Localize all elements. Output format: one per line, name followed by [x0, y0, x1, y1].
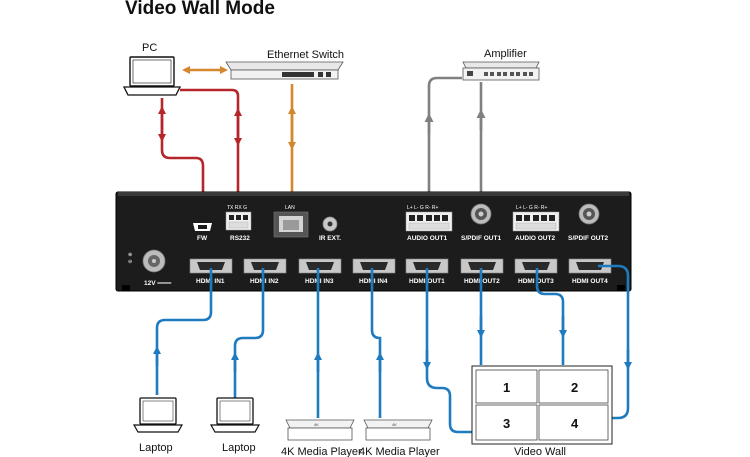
hdmi-in3-label: HDMI IN3	[305, 278, 334, 285]
power-port-label: 12V ═══	[144, 280, 172, 287]
media-player-2: 4K 4K Media Player	[359, 419, 440, 457]
power-symbol-icon: ⊕	[128, 252, 132, 258]
audio-out2-pins-label: L+ L- G R- R+	[516, 205, 547, 211]
pc-rs232-cable	[180, 88, 240, 226]
polarity-icon: ⊖	[128, 259, 132, 265]
player2-hdmi-cable	[370, 268, 382, 418]
fw-port-label: FW	[197, 235, 208, 242]
spdif-out1-port: S/PDIF OUT1	[461, 203, 501, 242]
rs232-cables	[158, 88, 242, 226]
spdif-out1-label: S/PDIF OUT1	[461, 235, 501, 242]
ir-ext-label: IR EXT.	[319, 235, 341, 242]
matrix-rear-panel: FW TX RX G RS232 LAN IR EXT. L+ L-	[115, 191, 632, 292]
media-player-2-label: 4K Media Player	[359, 446, 440, 457]
audio-out2-port: L+ L- G R- R+ AUDIO OUT2	[512, 205, 560, 242]
pc-label: PC	[142, 42, 157, 54]
laptop-1-label: Laptop	[139, 442, 173, 454]
laptop1-hdmi-cable	[155, 268, 213, 395]
hdmi-in2-port: HDMI IN2	[243, 258, 287, 285]
amplifier-device: Amplifier	[462, 48, 540, 81]
video-wall: 1 2 3 4 Video Wall	[471, 365, 613, 457]
hdmi-out1-cable	[425, 268, 472, 434]
wall-tile-3-number: 3	[503, 416, 510, 431]
laptop-1: Laptop	[132, 397, 184, 454]
hdmi-out4-label: HDMI OUT4	[572, 278, 608, 285]
amplifier-terminals	[484, 72, 533, 76]
hdmi-in3-port: HDMI IN3	[298, 258, 342, 285]
amplifier-label: Amplifier	[484, 48, 527, 60]
fw-port: FW	[193, 223, 212, 242]
media-player-2-badge: 4K	[392, 422, 397, 427]
rs232-port: TX RX G RS232	[225, 205, 252, 242]
hdmi-in2-label: HDMI IN2	[250, 278, 279, 285]
hdmi-cables	[153, 264, 632, 434]
video-wall-label: Video Wall	[514, 446, 566, 457]
hdmi-out3-cable	[535, 268, 565, 365]
wall-tile-4	[538, 404, 609, 441]
ethernet-switch-device: Ethernet Switch	[225, 49, 344, 80]
audio-out1-cable	[427, 76, 462, 216]
pc-fw-cable	[160, 98, 205, 226]
laptop2-hdmi-cable	[233, 268, 265, 398]
diagram-title: Video Wall Mode	[125, 0, 275, 19]
laptop-2: Laptop	[209, 397, 261, 454]
wall-tile-3	[475, 404, 538, 441]
spdif-out2-port: S/PDIF OUT2	[568, 203, 608, 242]
media-player-1: 4K 4K Media Player	[281, 419, 362, 457]
audio-out2-label: AUDIO OUT2	[515, 235, 555, 242]
ir-ext-port: IR EXT.	[319, 216, 341, 242]
wall-tile-1-number: 1	[503, 380, 510, 395]
audio-out1-label: AUDIO OUT1	[407, 235, 447, 242]
media-player-1-badge: 4K	[314, 422, 319, 427]
rs232-pins-label: TX RX G	[227, 205, 247, 211]
rs232-port-label: RS232	[230, 235, 250, 242]
wall-tile-4-number: 4	[571, 416, 579, 431]
hdmi-in4-label: HDMI IN4	[359, 278, 388, 285]
lan-port: LAN	[273, 205, 309, 238]
power-port: ⊕ ⊖ 12V ═══	[128, 249, 172, 287]
media-player-1-label: 4K Media Player	[281, 446, 362, 457]
audio-out1-pins-label: L+ L- G R- R+	[407, 205, 438, 211]
hdmi-out4-port: HDMI OUT4	[568, 258, 612, 285]
audio-cables	[424, 76, 486, 216]
wall-tile-1	[475, 369, 538, 404]
wall-tile-2-number: 2	[571, 380, 578, 395]
pc-device: PC	[122, 42, 182, 96]
hdmi-out4-cable	[598, 264, 630, 420]
ethernet-switch-label: Ethernet Switch	[267, 49, 344, 61]
switch-ports	[282, 72, 331, 77]
lan-port-label: LAN	[285, 205, 295, 211]
wall-tile-2	[538, 369, 609, 404]
laptop-2-label: Laptop	[222, 442, 256, 454]
hdmi-in4-port: HDMI IN4	[352, 258, 396, 285]
audio-out1-port: L+ L- G R- R+ AUDIO OUT1	[405, 205, 453, 242]
spdif-out2-label: S/PDIF OUT2	[568, 235, 608, 242]
